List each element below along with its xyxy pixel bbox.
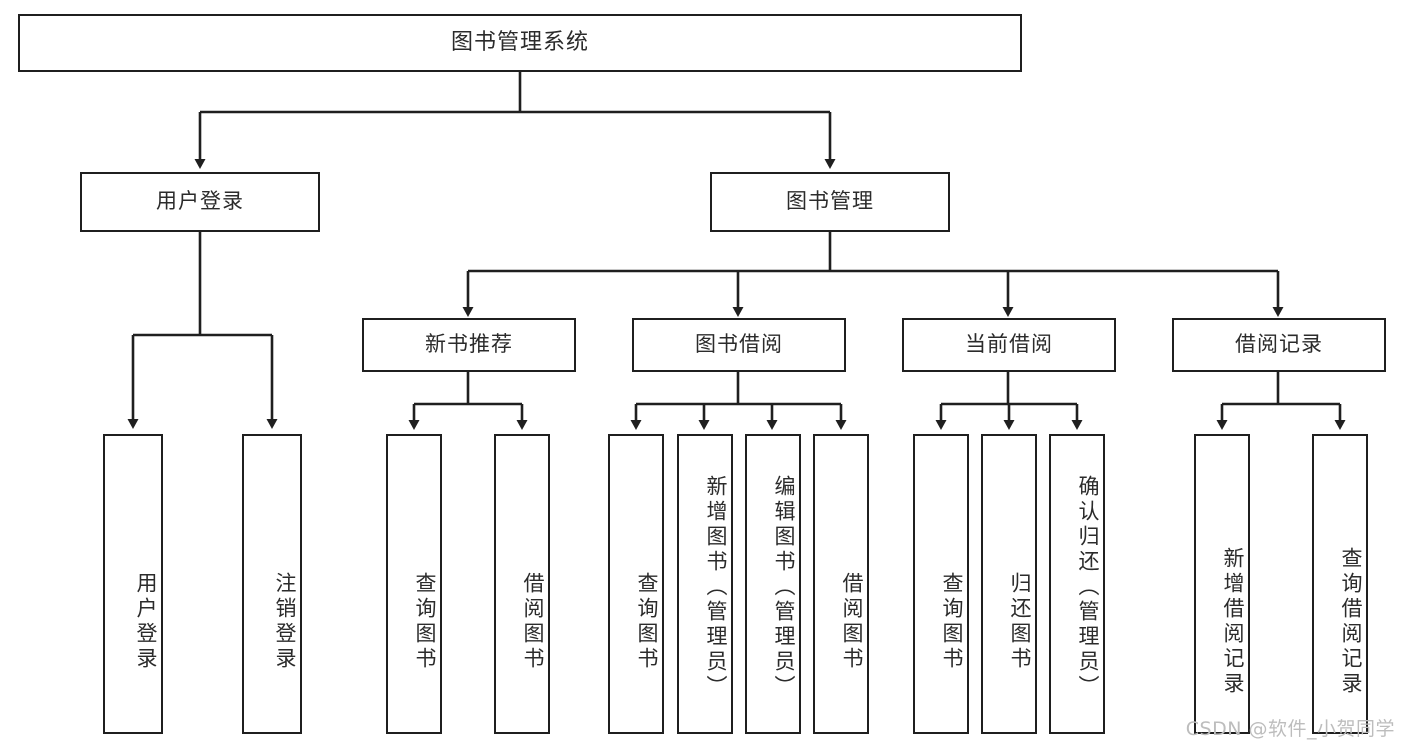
leaf-current-confirm-return-admin[interactable]: 确认归还（管理员）	[1049, 434, 1105, 734]
node-label: 新增图书（管理员）	[704, 474, 728, 700]
leaf-borrow-edit-book-admin[interactable]: 编辑图书（管理员）	[745, 434, 801, 734]
node-label: 图书管理	[786, 189, 874, 214]
node-label: 查询图书	[635, 572, 659, 672]
node-label: 借阅图书	[521, 572, 545, 672]
node-label: 图书借阅	[695, 332, 783, 357]
leaf-new-book-borrow-books[interactable]: 借阅图书	[494, 434, 550, 734]
node-book-borrowing[interactable]: 图书借阅	[632, 318, 846, 372]
leaf-record-add-borrow-record[interactable]: 新增借阅记录	[1194, 434, 1250, 734]
leaf-record-query-borrow-record[interactable]: 查询借阅记录	[1312, 434, 1368, 734]
node-user-login[interactable]: 用户登录	[80, 172, 320, 232]
node-book-management[interactable]: 图书管理	[710, 172, 950, 232]
node-label: 查询借阅记录	[1339, 547, 1363, 697]
leaf-user-login-sign-in[interactable]: 用户登录	[103, 434, 163, 734]
node-label: 用户登录	[156, 189, 244, 214]
node-current-borrowing[interactable]: 当前借阅	[902, 318, 1116, 372]
node-label: 注销登录	[273, 572, 297, 672]
node-label: 新增借阅记录	[1221, 547, 1245, 697]
node-label: 编辑图书（管理员）	[772, 474, 796, 700]
leaf-borrow-borrow-books[interactable]: 借阅图书	[813, 434, 869, 734]
leaf-current-return-books[interactable]: 归还图书	[981, 434, 1037, 734]
node-label: 借阅图书	[840, 572, 864, 672]
watermark-text: CSDN @软件_小贺同学	[1185, 718, 1395, 740]
node-label: 当前借阅	[965, 332, 1053, 357]
node-label: 归还图书	[1008, 572, 1032, 672]
leaf-borrow-add-book-admin[interactable]: 新增图书（管理员）	[677, 434, 733, 734]
leaf-borrow-query-books[interactable]: 查询图书	[608, 434, 664, 734]
node-root-book-management-system[interactable]: 图书管理系统	[18, 14, 1022, 72]
leaf-user-login-sign-out[interactable]: 注销登录	[242, 434, 302, 734]
node-borrowing-records[interactable]: 借阅记录	[1172, 318, 1386, 372]
node-label: 用户登录	[134, 572, 158, 672]
node-label: 新书推荐	[425, 332, 513, 357]
leaf-current-query-books[interactable]: 查询图书	[913, 434, 969, 734]
node-label: 查询图书	[940, 572, 964, 672]
leaf-new-book-query-books[interactable]: 查询图书	[386, 434, 442, 734]
node-label: 借阅记录	[1235, 332, 1323, 357]
node-label: 确认归还（管理员）	[1076, 474, 1100, 700]
node-label: 图书管理系统	[450, 29, 589, 55]
node-new-book-recommendation[interactable]: 新书推荐	[362, 318, 576, 372]
node-label: 查询图书	[413, 572, 437, 672]
